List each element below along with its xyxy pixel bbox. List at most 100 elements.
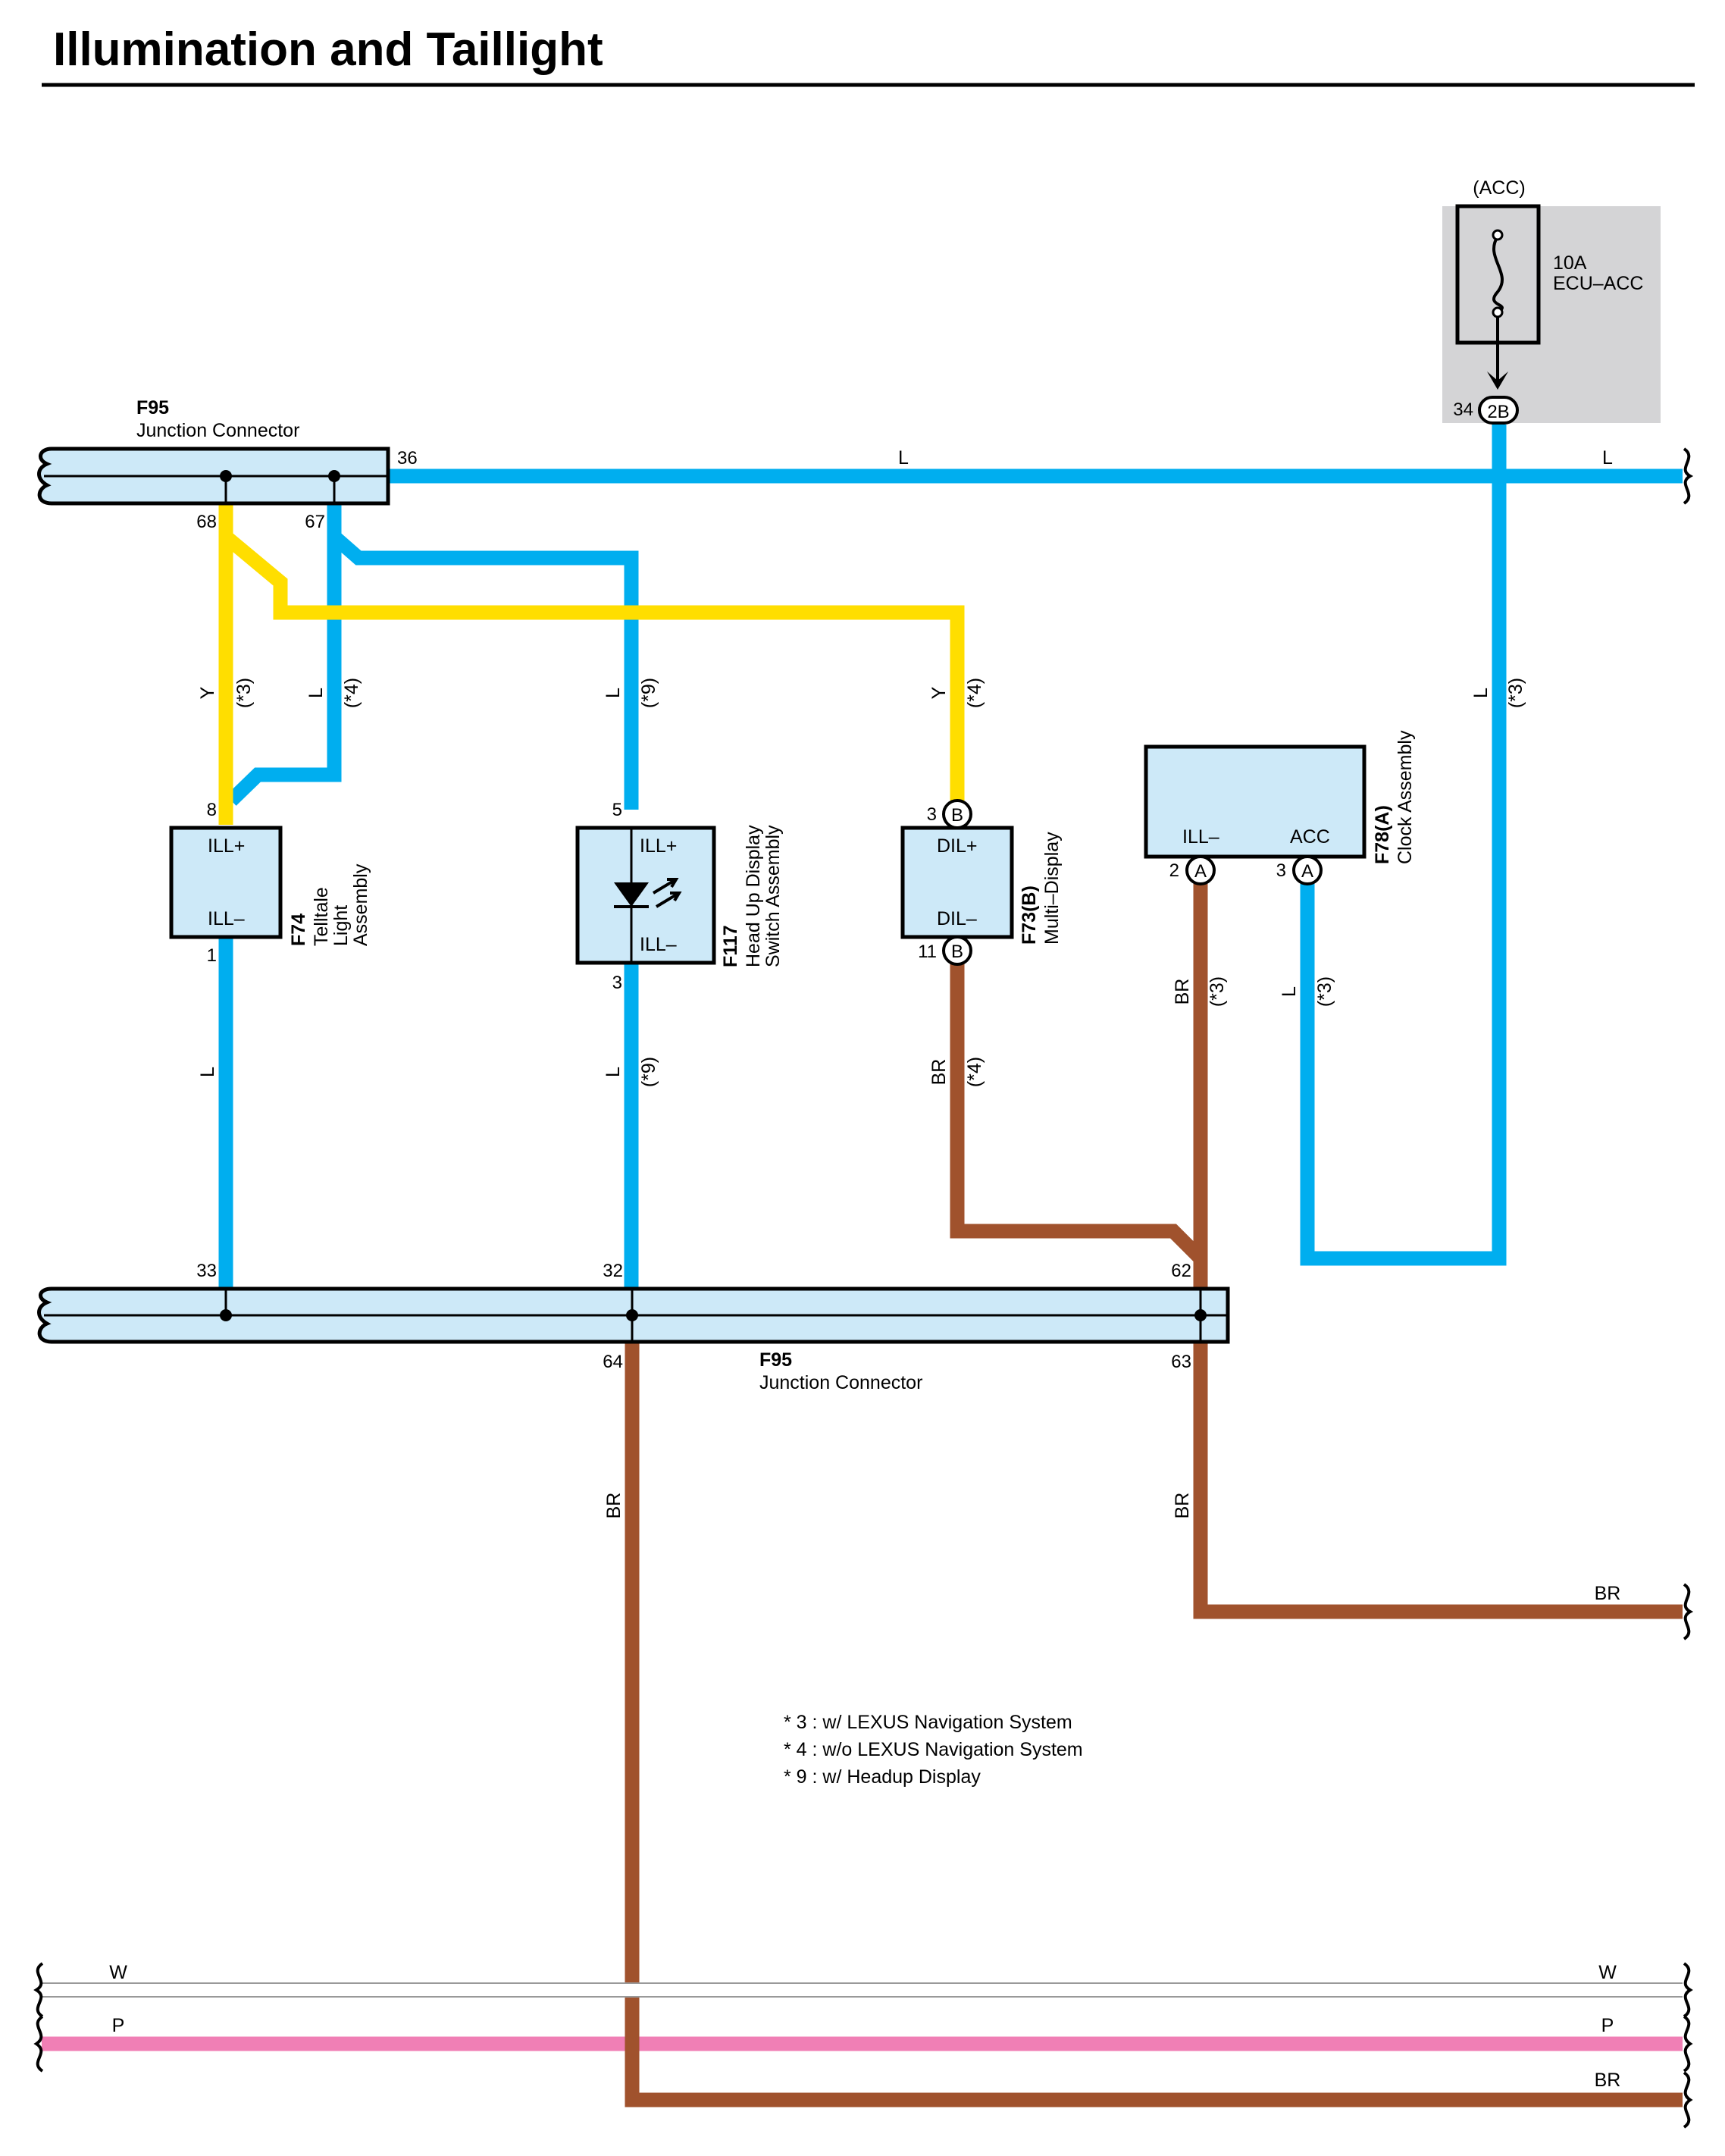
label-l-f117-bottom: L [603, 1067, 624, 1077]
f117-term-top: ILL+ [640, 835, 677, 857]
wire-br-f73-to-62 [950, 963, 1208, 1289]
break-mark-top-right [1683, 447, 1694, 505]
note-3: * 3 : w/ LEXUS Navigation System [784, 1712, 1072, 1733]
notes: * 3 : w/ LEXUS Navigation System * 4 : w… [784, 1712, 1083, 1788]
component-f117: ILL+ ILL– 5 3 F117 Head Up Display Switc… [575, 800, 784, 993]
label-n3-clock-br: (*3) [1207, 976, 1228, 1007]
break-mark-br-bottom-right [1683, 2071, 1693, 2129]
f73-conn-badge-bottom [942, 935, 972, 966]
f78-pin-ill: 2 [1169, 860, 1179, 881]
f74-body [169, 826, 283, 939]
wire-br-64-to-bottom [625, 1342, 1683, 2107]
label-l-clock: L [1279, 986, 1300, 997]
fuse-connector-badge [1478, 396, 1519, 425]
f117-name-line2: Switch Assembly [762, 825, 784, 967]
f73-conn-bottom: B [951, 942, 963, 962]
junction-top-pin-68: 68 [196, 512, 217, 532]
f78-conn-badge-ill [1185, 855, 1216, 885]
label-br-right: BR [1595, 1583, 1621, 1604]
f117-name-line1: Head Up Display [743, 825, 764, 967]
f117-pin-bottom: 3 [612, 973, 622, 993]
junction-top-code: F95 [136, 397, 169, 418]
f117-code: F117 [720, 925, 741, 967]
label-br-bottom-right: BR [1595, 2070, 1621, 2091]
junction-bottom-pin-62: 62 [1171, 1261, 1191, 1281]
label-y-68: Y [197, 686, 218, 699]
f74-name-line2: Light [330, 905, 352, 946]
fuse-terminal-top [1492, 229, 1504, 241]
f74-term-top: ILL+ [208, 835, 245, 857]
f73-conn-badge-top [942, 799, 972, 829]
label-n4-f73-bottom: (*4) [964, 1057, 985, 1087]
f78-body [1144, 744, 1367, 859]
junction-top-pin-36: 36 [397, 448, 418, 468]
note-9: * 9 : w/ Headup Display [784, 1766, 981, 1788]
label-l-fuse-drop: L [1470, 688, 1492, 698]
f73-pin-bottom: 11 [918, 942, 937, 962]
wires [42, 425, 1683, 2107]
f78-pin-acc: 3 [1276, 860, 1286, 881]
fuse-terminal-bottom [1492, 306, 1504, 318]
f73-name: Multi–Display [1041, 832, 1063, 945]
junction-bottom-pin-63: 63 [1171, 1352, 1191, 1372]
page-title: Illumination and Taillight [53, 24, 603, 76]
component-f78: ILL– ACC A A 2 3 F78(A) Clock Assembly [1144, 730, 1416, 885]
led-light-arrow-1-icon [652, 878, 679, 895]
led-icon [614, 882, 649, 907]
label-br-64: BR [603, 1493, 625, 1519]
junction-bottom-code: F95 [759, 1349, 792, 1371]
fuse-connector: 2B [1487, 402, 1509, 422]
fuse-name: ECU–ACC [1553, 273, 1643, 294]
f73-term-top: DIL+ [937, 835, 978, 857]
junction-connector-bottom: F95 Junction Connector 33 32 62 64 63 [37, 1261, 1230, 1393]
label-l-f117-top: L [603, 688, 624, 698]
component-f73: DIL+ DIL– B B 3 11 F73(B) Multi–Display [900, 799, 1063, 966]
wire-l-67-to-f74 [226, 537, 342, 806]
junction-bottom-pin-32: 32 [603, 1261, 623, 1281]
fuse-pin: 34 [1453, 400, 1473, 420]
label-n3-clock-l: (*3) [1314, 976, 1335, 1007]
label-n3-fuse-drop: (*3) [1505, 678, 1526, 708]
junction-top-pin-67: 67 [305, 512, 325, 532]
label-br-f73-bottom: BR [928, 1059, 950, 1086]
wire-l-67-to-f117 [327, 505, 639, 810]
label-n4-f73: (*4) [964, 678, 985, 708]
label-l-top-right: L [1602, 447, 1613, 468]
wire-y-68-to-f73 [221, 531, 965, 801]
break-mark-w-left [33, 1962, 44, 2018]
label-w-left: W [109, 1962, 127, 1983]
f74-pin-bottom: 1 [207, 945, 217, 966]
f73-pin-top: 3 [927, 804, 937, 825]
f74-code: F74 [288, 913, 309, 946]
f78-conn-acc: A [1301, 861, 1313, 882]
label-l-top-mid: L [898, 447, 909, 468]
break-mark-p-right [1683, 2015, 1693, 2073]
break-mark-w-right [1683, 1962, 1693, 2018]
f74-name-line3: Assembly [350, 863, 371, 946]
break-mark-p-left [33, 2015, 44, 2073]
f73-body [900, 826, 1014, 939]
f74-pin-top: 8 [207, 800, 217, 820]
f117-body [575, 826, 716, 965]
f78-term-acc: ACC [1290, 826, 1330, 848]
label-n4-67: (*4) [341, 678, 362, 708]
junction-bottom-name: Junction Connector [759, 1372, 922, 1393]
f73-term-bottom: DIL– [937, 908, 977, 929]
f78-conn-badge-acc [1292, 855, 1323, 885]
f78-name: Clock Assembly [1395, 730, 1416, 864]
junction-bottom-pin-64: 64 [603, 1352, 623, 1372]
fuse-box-background [1442, 206, 1661, 423]
fuse-rating: 10A [1553, 252, 1587, 274]
label-l-f74-bottom: L [197, 1067, 218, 1077]
junction-top-name: Junction Connector [136, 420, 299, 441]
label-p-right: P [1601, 2015, 1614, 2036]
wire-l-fuse-to-clock-acc [1300, 425, 1507, 1266]
fuse-circuit: (ACC) [1473, 177, 1525, 199]
f117-term-bottom: ILL– [640, 934, 677, 955]
note-4: * 4 : w/o LEXUS Navigation System [784, 1739, 1083, 1760]
label-n9-f117-top: (*9) [638, 678, 659, 708]
f78-conn-ill: A [1194, 861, 1207, 882]
fuse-block: 2B (ACC) 10A ECU–ACC 34 [1442, 177, 1661, 425]
break-mark-br-right [1683, 1583, 1694, 1641]
f78-code: F78(A) [1372, 805, 1393, 864]
